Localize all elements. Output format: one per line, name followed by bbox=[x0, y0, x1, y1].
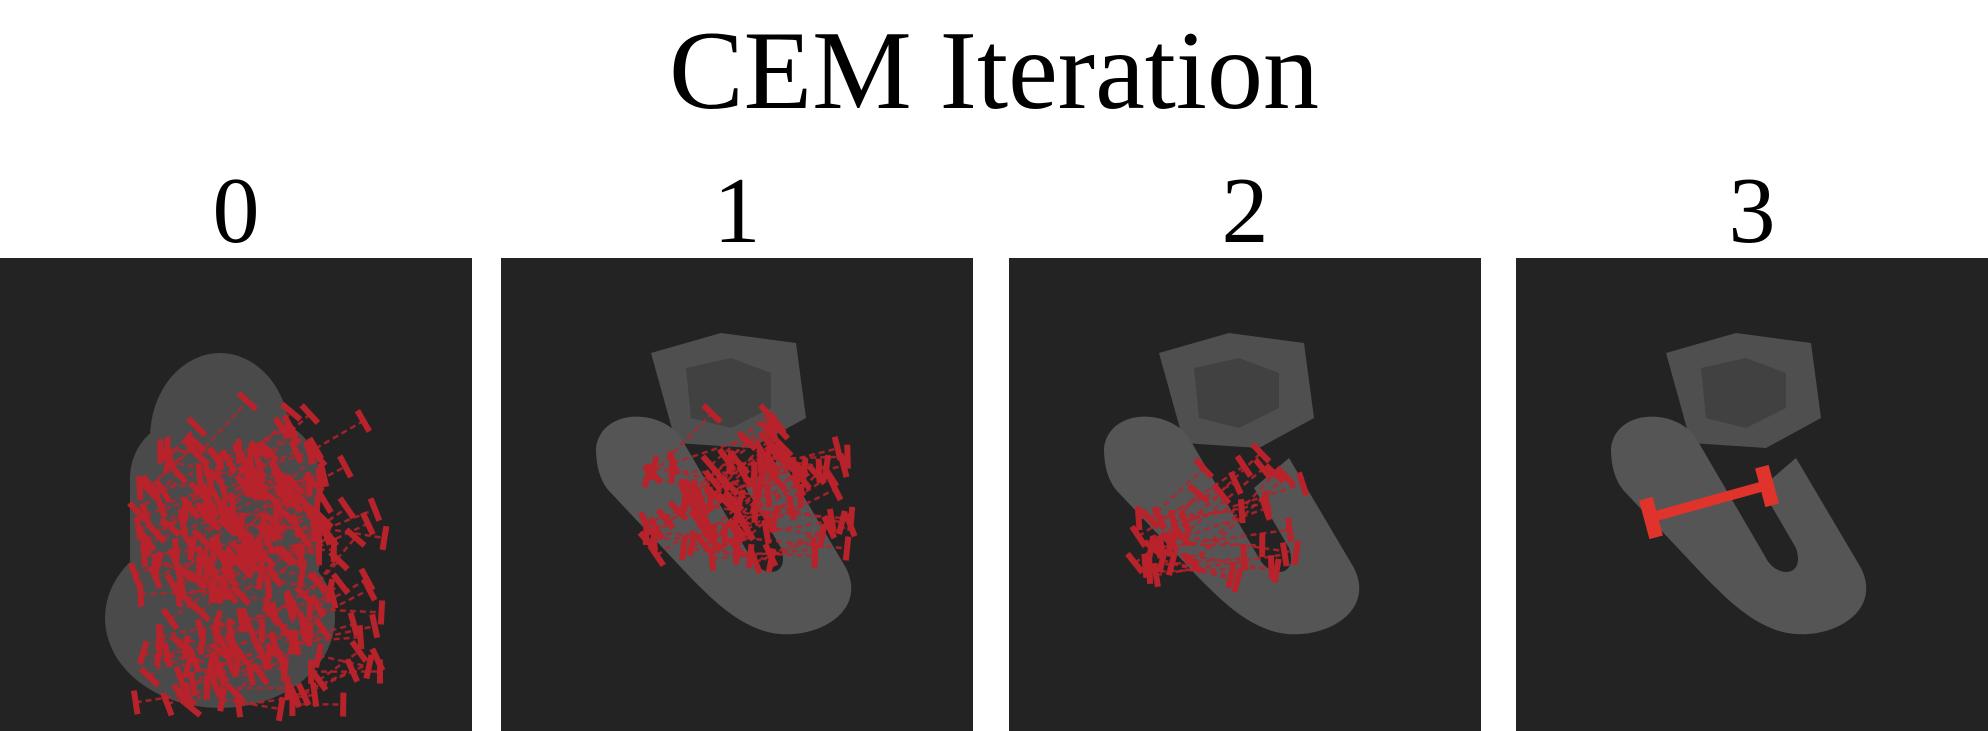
grasp-sample bbox=[1166, 532, 1266, 558]
grasp-sample bbox=[187, 536, 268, 574]
grasp-sample bbox=[217, 687, 286, 722]
grasp-jaw-left bbox=[1639, 496, 1663, 540]
panel-label-1: 1 bbox=[713, 159, 761, 263]
grasp-sample bbox=[295, 647, 386, 707]
grasp-axis bbox=[1654, 481, 1766, 521]
grasp-sample bbox=[154, 446, 225, 504]
grasp-sample bbox=[137, 432, 207, 501]
grasp-sample bbox=[195, 459, 253, 488]
final-grasp bbox=[1639, 464, 1779, 540]
grasp-sample bbox=[187, 661, 256, 697]
grasp-sample bbox=[139, 483, 214, 528]
grasp-sample bbox=[761, 477, 844, 534]
panel-2-image bbox=[1009, 258, 1481, 731]
panel-1 bbox=[501, 258, 973, 731]
grasp-sample bbox=[284, 454, 354, 507]
grasp-samples bbox=[127, 390, 390, 722]
grasp-sample bbox=[136, 640, 195, 679]
scene-background bbox=[1009, 258, 1481, 731]
grasp-sample bbox=[136, 578, 216, 607]
panel-label-0: 0 bbox=[212, 159, 260, 263]
panel-2 bbox=[1009, 258, 1481, 731]
grasp-sample bbox=[138, 634, 192, 688]
grasp-sample bbox=[232, 651, 290, 682]
panel-3 bbox=[1516, 258, 1988, 731]
grasp-sample bbox=[1141, 546, 1249, 579]
panel-0-image bbox=[0, 258, 472, 731]
grasp-sample bbox=[140, 437, 203, 497]
grasp-sample bbox=[200, 460, 288, 525]
grasp-sample bbox=[306, 409, 372, 461]
object-shape bbox=[1611, 333, 1867, 635]
panel-1-image bbox=[501, 258, 973, 731]
grasp-sample bbox=[179, 664, 230, 718]
figure-title: CEM Iteration bbox=[668, 9, 1320, 133]
grasp-jaw-right bbox=[1755, 464, 1779, 508]
grasp-samples bbox=[637, 403, 858, 575]
panel-0 bbox=[0, 258, 472, 731]
grasp-sample bbox=[749, 453, 850, 501]
grasp-sample bbox=[133, 509, 188, 541]
grasp-sample bbox=[157, 438, 242, 464]
grasp-sample bbox=[172, 516, 239, 582]
panel-label-3: 3 bbox=[1728, 159, 1776, 263]
grasp-sample bbox=[239, 593, 297, 633]
grasp-sample bbox=[1182, 465, 1296, 574]
object-pocket bbox=[1194, 358, 1279, 428]
grasp-sample bbox=[638, 490, 709, 536]
object-hook bbox=[1611, 416, 1867, 635]
grasp-sample bbox=[258, 403, 321, 463]
grasp-sample bbox=[309, 639, 369, 692]
grasp-sample bbox=[194, 473, 253, 525]
grasp-sample bbox=[249, 473, 324, 511]
grasp-sample bbox=[666, 417, 779, 476]
grasp-sample bbox=[287, 658, 360, 709]
grasp-sample bbox=[248, 401, 303, 460]
grasp-sample bbox=[1151, 542, 1290, 588]
object-pocket bbox=[1701, 358, 1786, 428]
grasp-sample bbox=[696, 452, 802, 544]
grasp-sample bbox=[224, 642, 286, 704]
grasp-sample bbox=[1134, 498, 1246, 531]
grasp-samples bbox=[1125, 442, 1310, 593]
grasp-sample bbox=[733, 540, 819, 568]
panel-3-image bbox=[1516, 258, 1988, 731]
grasp-sample bbox=[294, 496, 357, 550]
grasp-sample bbox=[230, 544, 294, 607]
grasp-sample bbox=[289, 624, 365, 655]
grasp-sample bbox=[145, 481, 210, 544]
panel-label-2: 2 bbox=[1221, 159, 1269, 263]
grasp-sample bbox=[251, 538, 306, 569]
grasp-sample bbox=[186, 521, 255, 592]
grasp-sample bbox=[194, 601, 281, 644]
